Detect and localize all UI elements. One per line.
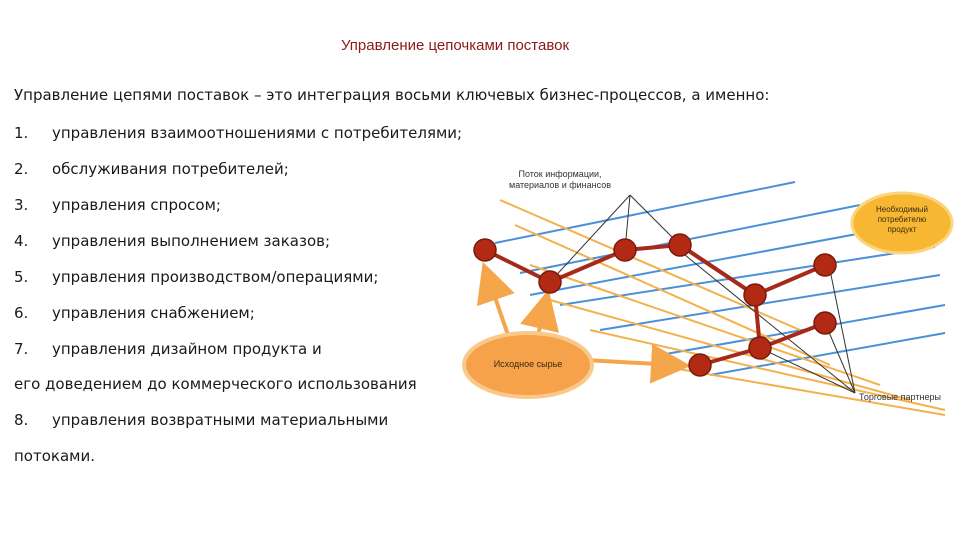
list-item-text: его доведением до коммерческого использо… [14, 375, 417, 393]
chain-node [538, 270, 562, 294]
list-item-continuation: его доведением до коммерческого использо… [14, 375, 417, 393]
list-item-text: потоками. [14, 447, 95, 465]
customer-product-label: Необходимый потребителю продукт [854, 205, 950, 235]
supply-chain-network [462, 181, 954, 416]
chain-node [743, 283, 767, 307]
customer-label-line2: потребителю [877, 215, 927, 224]
page-title: Управление цепочками поставок [340, 37, 570, 54]
list-item-text: управления снабжением; [52, 304, 255, 322]
customer-label-line1: Необходимый [875, 205, 929, 214]
chain-node [473, 238, 497, 262]
list-item-number: 1. [14, 124, 29, 142]
chain-node [813, 311, 837, 335]
chain-node [613, 238, 637, 262]
list-item-text: управления возвратными материальными [52, 411, 389, 429]
customer-label-line3: продукт [887, 225, 917, 234]
list-item: 1. управления взаимоотношениями с потреби… [14, 124, 462, 142]
flow-label-line1: Поток информации, [518, 169, 602, 179]
chain-node [688, 353, 712, 377]
chain-node [748, 336, 772, 360]
list-item: 4. управления выполнением заказов; [14, 232, 330, 250]
intro-text: Управление цепями поставок – это интегра… [14, 86, 770, 104]
chain-node [668, 233, 692, 257]
supply-chain-diagram: Поток информации, материалов и финансов … [440, 165, 960, 420]
list-item-text: управления спросом; [52, 196, 221, 214]
list-item-text: управления выполнением заказов; [52, 232, 331, 250]
raw-material-label: Исходное сырье [493, 359, 563, 369]
chain-node [813, 253, 837, 277]
list-item: 3. управления спросом; [14, 196, 221, 214]
list-item: 2. обслуживания потребителей; [14, 160, 289, 178]
raw-material-bubble [462, 331, 594, 399]
list-item-text: управления производством/операциями; [52, 268, 379, 286]
list-item-number: 4. [14, 232, 29, 250]
list-item: 6. управления снабжением; [14, 304, 255, 322]
list-item: 8. управления возвратными материальными [14, 411, 388, 429]
list-item-text: управления дизайном продукта и [52, 340, 322, 358]
customer-product-bubble [850, 191, 954, 255]
list-item-number: 8. [14, 411, 29, 429]
flow-label-line2: материалов и финансов [509, 180, 611, 190]
list-item-text: обслуживания потребителей; [52, 160, 289, 178]
list-item: 5. управления производством/операциями; [14, 268, 378, 286]
trade-partners-label: Торговые партнеры [859, 392, 941, 402]
list-item-number: 3. [14, 196, 29, 214]
list-item-number: 2. [14, 160, 29, 178]
list-item-number: 5. [14, 268, 29, 286]
chain-nodes [473, 233, 837, 377]
flow-arrows [476, 261, 691, 384]
flow-label: Поток информации, материалов и финансов [490, 169, 630, 191]
list-item-number: 6. [14, 304, 29, 322]
list-item-number: 7. [14, 340, 29, 358]
list-item-continuation: потоками. [14, 447, 95, 465]
list-item-text: управления взаимоотношениями с потребите… [52, 124, 463, 142]
list-item: 7. управления дизайном продукта и [14, 340, 322, 358]
